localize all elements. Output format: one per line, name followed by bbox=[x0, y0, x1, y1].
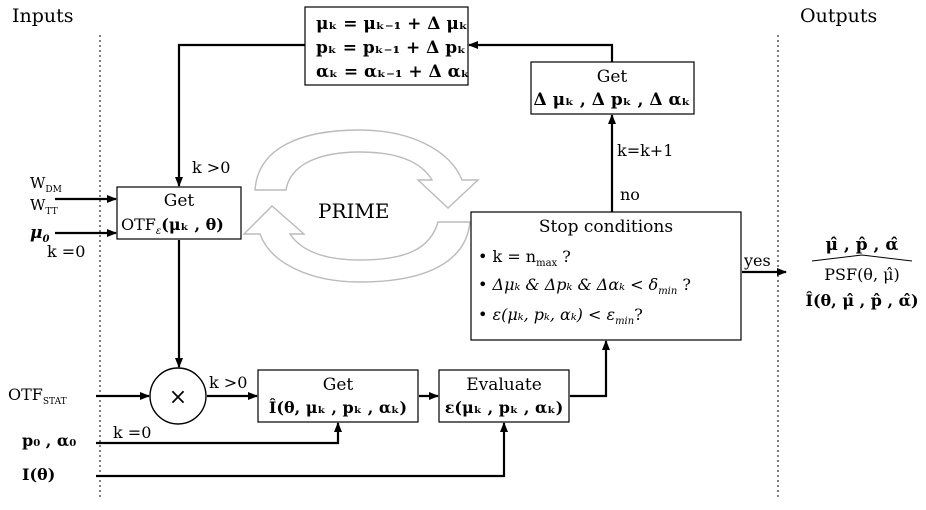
get-otf-title: Get bbox=[164, 191, 195, 211]
arrow-update-to-otf bbox=[175, 43, 305, 187]
arrow-delta-to-update bbox=[468, 41, 614, 62]
evaluate-title: Evaluate bbox=[466, 375, 542, 395]
stop-conditions-box bbox=[470, 211, 742, 341]
prime-cycle-icon bbox=[242, 129, 480, 283]
arrow-p0-to-image bbox=[96, 422, 342, 445]
stop-cond-1: • k = nmax ? bbox=[478, 247, 571, 269]
get-delta-box bbox=[530, 61, 695, 115]
arrow-evaluate-to-stop bbox=[570, 340, 610, 398]
get-image-body: Î(θ, μₖ , pₖ , αₖ) bbox=[269, 397, 407, 417]
stop-cond-3: • ε(μₖ, pₖ, αₖ) < εmin? bbox=[478, 305, 643, 327]
arrow-data-to-evaluate bbox=[96, 422, 508, 478]
get-otf-box bbox=[116, 186, 242, 240]
label-k-eq0-left: k =0 bbox=[47, 242, 85, 261]
input-image: I(θ) bbox=[22, 465, 55, 484]
input-p0-alpha0: p₀ , α₀ bbox=[22, 431, 76, 450]
stop-cond-2: • Δμₖ & Δpₖ & Δαₖ < δmin ? bbox=[478, 275, 691, 297]
outputs-heading: Outputs bbox=[800, 5, 877, 27]
input-mu0: μ0 bbox=[30, 223, 49, 245]
label-yes: yes bbox=[743, 251, 771, 270]
label-k-inc: k=k+1 bbox=[617, 141, 673, 160]
prime-label: PRIME bbox=[318, 199, 390, 223]
label-k-gt0-mult: k >0 bbox=[209, 373, 247, 392]
output-psf: PSF(θ, μ̂) bbox=[824, 265, 900, 284]
evaluate-body: ε(μₖ , pₖ , αₖ) bbox=[445, 398, 564, 417]
get-delta-title: Get bbox=[597, 67, 628, 87]
input-w-dm: WDM bbox=[30, 174, 62, 195]
update-p: pₖ = pₖ₋₁ + Δ pₖ bbox=[316, 38, 466, 58]
input-otf-stat: OTFSTAT bbox=[8, 385, 67, 407]
label-no: no bbox=[620, 185, 640, 204]
get-otf-body: OTFε(μₖ , θ) bbox=[121, 215, 224, 237]
get-image-box bbox=[257, 369, 419, 423]
update-mu: μₖ = μₖ₋₁ + Δ μₖ bbox=[316, 14, 468, 34]
output-psf-hat bbox=[811, 254, 913, 262]
output-estimates: μ̂ , p̂ , α̂ bbox=[826, 235, 899, 255]
update-alpha: αₖ = αₖ₋₁ + Δ αₖ bbox=[316, 62, 470, 82]
multiply-symbol: × bbox=[169, 385, 187, 410]
output-image: Î(θ, μ̂ , p̂ , α̂) bbox=[805, 290, 918, 310]
multiply-node bbox=[149, 367, 207, 425]
label-k-gt0-top: k >0 bbox=[192, 158, 230, 177]
label-k-eq0-bottom: k =0 bbox=[113, 423, 151, 442]
evaluate-box bbox=[438, 369, 570, 423]
inputs-heading: Inputs bbox=[12, 5, 74, 27]
get-image-title: Get bbox=[323, 375, 354, 395]
update-box bbox=[304, 6, 469, 86]
stop-title: Stop conditions bbox=[539, 217, 673, 237]
get-delta-body: Δ μₖ , Δ pₖ , Δ αₖ bbox=[534, 90, 691, 110]
connectors bbox=[55, 41, 787, 478]
input-w-tt: WTT bbox=[30, 196, 58, 217]
